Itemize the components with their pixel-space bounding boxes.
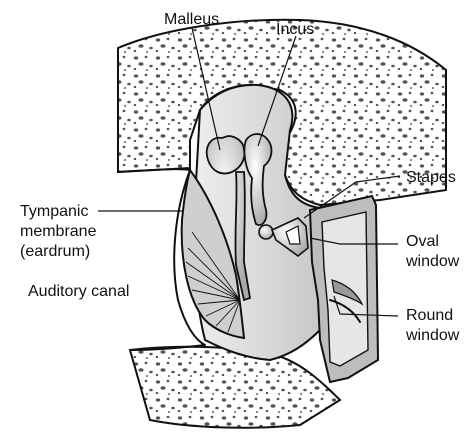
label-auditory-canal: Auditory canal xyxy=(28,283,129,300)
label-tympanic-line1: Tympanic xyxy=(20,203,88,220)
leader-lines xyxy=(98,27,401,317)
lower-bone xyxy=(128,345,342,429)
label-round-line1: Round xyxy=(406,307,453,324)
label-stapes: Stapes xyxy=(406,169,456,186)
label-malleus: Malleus xyxy=(164,11,219,28)
tympanic-membrane-shape xyxy=(180,167,246,340)
malleus-bone xyxy=(205,135,252,302)
membrane-fibers xyxy=(185,231,241,333)
round-window-channel xyxy=(331,279,364,306)
label-oval-line2: window xyxy=(405,253,460,270)
label-tympanic-line3: (eardrum) xyxy=(20,243,90,260)
label-oval-line1: Oval xyxy=(406,233,439,250)
label-round-line2: window xyxy=(405,327,460,344)
label-incus: Incus xyxy=(276,21,314,38)
incus-bone xyxy=(243,133,273,226)
auditory-canal-outline xyxy=(117,168,206,351)
label-tympanic-line2: membrane xyxy=(20,223,97,240)
stapes-bone xyxy=(258,217,309,258)
